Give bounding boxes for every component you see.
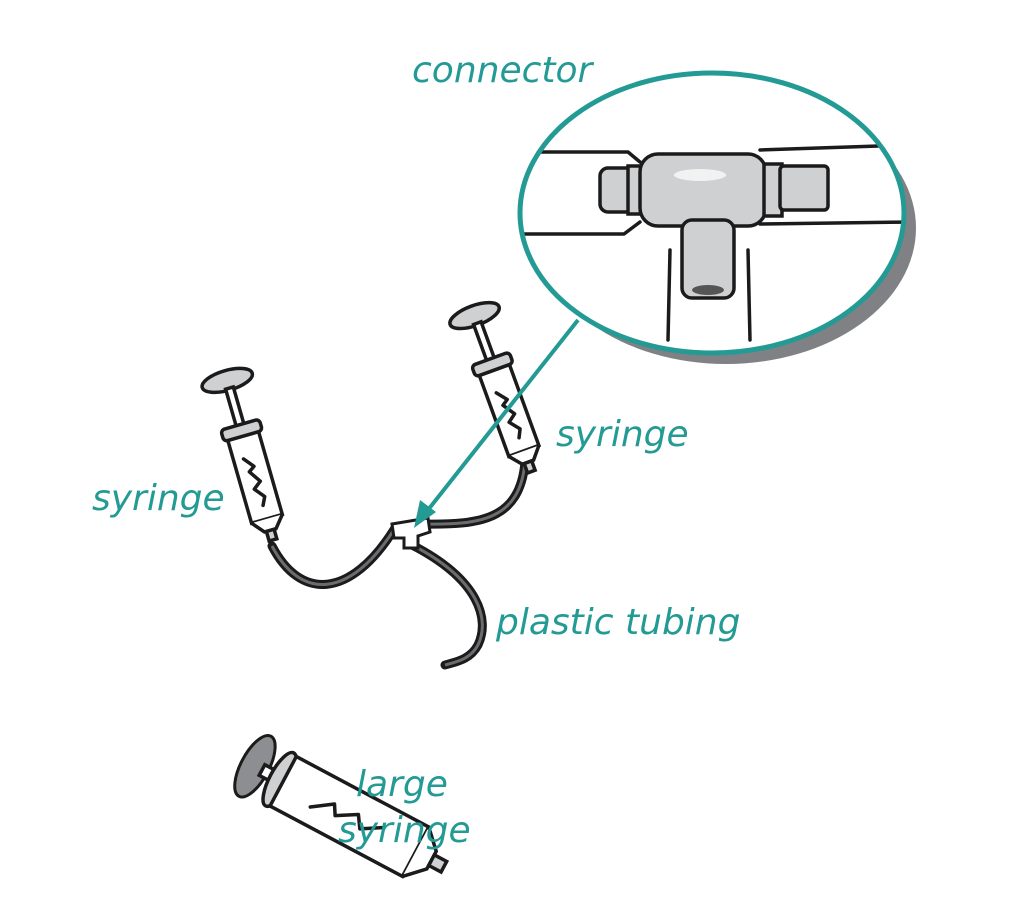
label-syringe-left: syringe xyxy=(92,478,225,519)
large-syringe xyxy=(233,734,450,879)
label-syringe-right: syringe xyxy=(556,414,689,455)
label-large-syringe-line1: large xyxy=(356,764,448,805)
label-plastic-tubing: plastic tubing xyxy=(495,602,740,643)
right-syringe xyxy=(444,295,558,483)
left-syringe xyxy=(197,361,300,549)
label-large-syringe-line2: syringe xyxy=(338,810,471,851)
label-connector: connector xyxy=(412,50,595,91)
connector-zoom-inset xyxy=(517,70,916,364)
pointer-arrow xyxy=(414,318,580,528)
connector-part xyxy=(390,516,432,550)
plastic-tubing xyxy=(267,457,530,670)
